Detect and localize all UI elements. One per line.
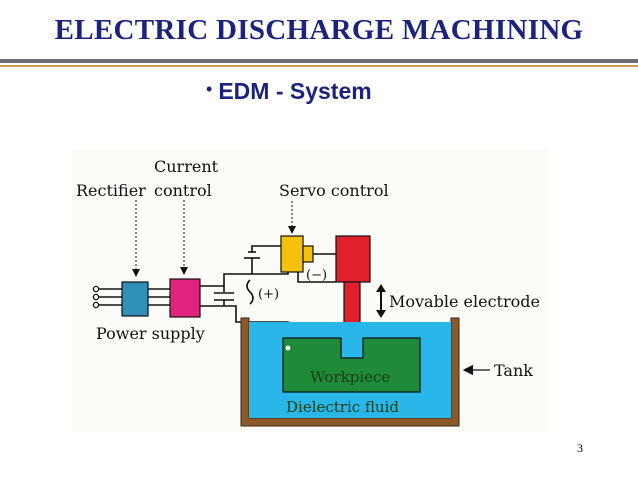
title-divider-accent xyxy=(0,65,638,67)
input-terminals xyxy=(92,285,122,309)
bullet-dot: • xyxy=(206,79,213,99)
servo-control-block xyxy=(280,235,304,273)
positive-terminal-label: (+) xyxy=(258,287,279,302)
title-divider xyxy=(0,59,638,63)
servo-control-port xyxy=(302,245,314,263)
bullet-text: EDM - System xyxy=(218,78,372,104)
servo-control-label: Servo control xyxy=(279,181,389,200)
workpiece xyxy=(282,337,421,393)
tank-label: Tank xyxy=(494,361,533,380)
electrode-head xyxy=(335,235,371,283)
workpiece-label: Workpiece xyxy=(310,368,390,386)
current-control-block xyxy=(169,278,201,318)
bullet-item: •EDM - System xyxy=(206,78,372,105)
current-control-label-line2: control xyxy=(154,181,212,200)
negative-terminal-label: (−) xyxy=(306,268,327,283)
power-supply-label: Power supply xyxy=(96,324,205,343)
leader-arrows xyxy=(132,200,490,376)
rectifier-block xyxy=(121,281,149,317)
dielectric-fluid-label: Dielectric fluid xyxy=(286,398,399,416)
rectifier-label: Rectifier xyxy=(76,181,146,200)
current-control-label-line1: Current xyxy=(154,157,219,176)
movable-electrode-arrow xyxy=(376,284,386,318)
movable-electrode-label: Movable electrode xyxy=(389,292,540,311)
page-number: 3 xyxy=(577,441,583,455)
slide-title: ELECTRIC DISCHARGE MACHINING xyxy=(54,14,584,46)
